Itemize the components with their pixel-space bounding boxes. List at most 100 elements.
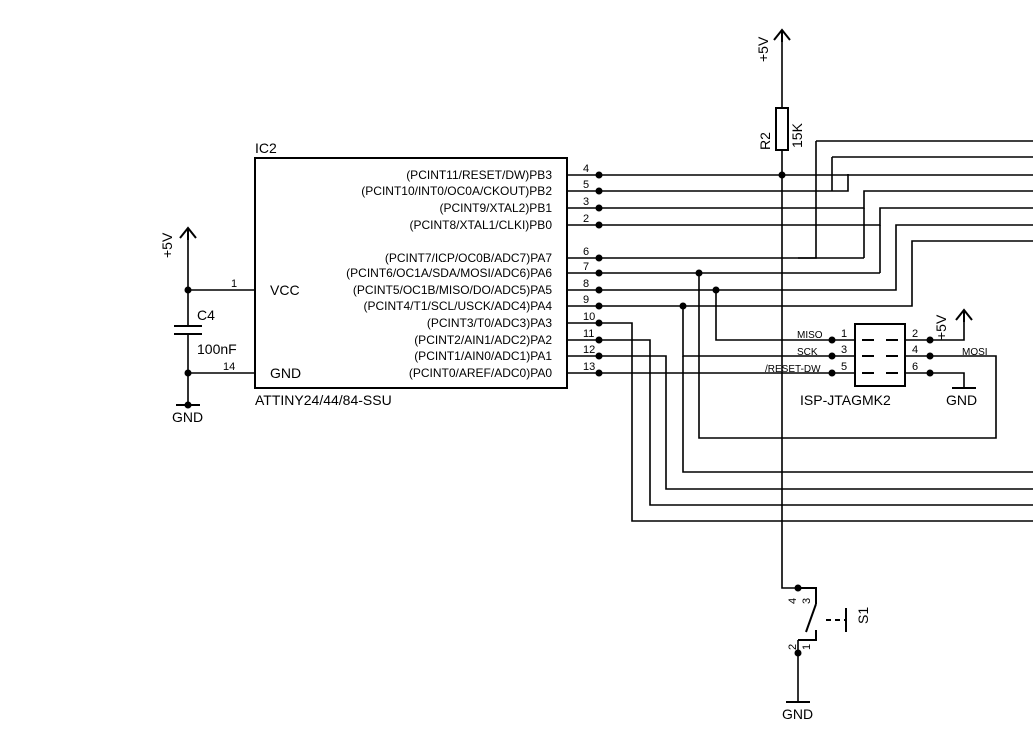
c4-ref: C4: [197, 307, 215, 323]
junction-dot: [184, 286, 192, 294]
junction-dot: [595, 369, 603, 377]
junction-dot: [595, 336, 603, 344]
wires: [187, 40, 1033, 702]
ic2-pin-name-pa0: (PCINT0/AREF/ADC0)PA0: [409, 366, 552, 380]
junction-dot: [184, 369, 192, 377]
junction-dot: [794, 649, 802, 657]
vcc-label: +5V: [755, 36, 771, 62]
r2-ref: R2: [757, 132, 773, 150]
ic2-pin-name-pa1: (PCINT1/AIN0/ADC1)PA1: [414, 349, 552, 363]
isp-pin-num: 3: [841, 344, 847, 356]
gnd-label: GND: [782, 706, 813, 722]
vcc-label: +5V: [159, 232, 175, 258]
ic2-pin-name-vcc: VCC: [270, 282, 300, 298]
junction-dot: [595, 254, 603, 262]
ic2-pin-name-pb3: (PCINT11/RESET/DW)PB3: [406, 168, 552, 182]
s1-pin-num: 2: [787, 644, 799, 650]
junction-dot: [595, 302, 603, 310]
ic2-pin-name-pa2: (PCINT2/AIN1/ADC2)PA2: [414, 333, 552, 347]
wire-bus-3: [798, 141, 817, 259]
wire-sck-down: [682, 356, 1033, 473]
ic2-pin-num: 9: [583, 294, 589, 306]
vcc-symbol-left: +5V: [159, 226, 197, 258]
wire-pb0: [567, 207, 1033, 226]
ic2-pin-name-pa7: (PCINT7/ICP/OC0B/ADC7)PA7: [385, 251, 552, 265]
ic2-pin-name-pb0: (PCINT8/XTAL1/CLKI)PB0: [410, 218, 553, 232]
isp-pin-num: 4: [912, 344, 918, 356]
junction-dot: [595, 187, 603, 195]
wire-pa4: [567, 240, 1033, 307]
s1-pin-num: 1: [801, 644, 813, 650]
gnd-symbol-isp: GND: [946, 387, 977, 408]
ic2-pin-name-pa3: (PCINT3/T0/ADC3)PA3: [427, 316, 552, 330]
wire-mosi-loop: [698, 273, 997, 439]
gnd-symbol-left: GND: [172, 404, 203, 425]
vcc-symbol-isp: +5V: [933, 308, 973, 340]
s1-pin-num: 3: [801, 598, 813, 604]
s1-ref: S1: [855, 607, 871, 624]
ic2-ref: IC2: [255, 140, 277, 156]
wire-miso: [715, 290, 832, 341]
wire-pb2: [567, 174, 849, 192]
ic2-pin-num: 2: [583, 213, 589, 225]
ic2-part: ATTINY24/44/84-SSU: [255, 392, 392, 408]
r2-body: [775, 107, 789, 151]
wire-pa5: [567, 224, 1033, 291]
ic2-pin-name-gnd: GND: [270, 365, 301, 381]
wire-pb1: [567, 190, 1033, 209]
ic2-pin-num: 7: [583, 261, 589, 273]
isp-ref: ISP-JTAGMK2: [800, 392, 891, 408]
c4-symbol: C4 100nF: [174, 307, 237, 357]
isp-pin-num: 5: [841, 361, 847, 373]
wire-isp-vcc: [930, 320, 965, 341]
junction-dot: [595, 286, 603, 294]
ic2-pin-num: 3: [583, 196, 589, 208]
ic2-symbol: IC2 ATTINY24/44/84-SSU VCC GND 1 14 (PCI…: [223, 140, 595, 408]
gnd-label: GND: [172, 409, 203, 425]
isp-pin-name-mosi: MOSI: [962, 347, 988, 358]
gnd-label: GND: [946, 392, 977, 408]
junction-dot: [679, 302, 687, 310]
isp-connector: MISO SCK /RESET-DW MOSI 1 3 5 2 4 6 ISP-…: [765, 323, 988, 408]
ic2-pin-num: 8: [583, 278, 589, 290]
ic2-pin-name-pa5: (PCINT5/OC1B/MISO/DO/ADC5)PA5: [353, 283, 552, 297]
wire-r2-bottom: [781, 150, 798, 589]
wire-pa1: [567, 355, 1033, 490]
junction-dot: [595, 319, 603, 327]
junction-dot: [695, 269, 703, 277]
ic2-pin-name-pa6: (PCINT6/OC1A/SDA/MOSI/ADC6)PA6: [346, 266, 552, 280]
ic2-pin-num: 5: [583, 179, 589, 191]
isp-body: [854, 323, 906, 387]
isp-pin-name-reset: /RESET-DW: [765, 364, 821, 375]
junction-dot: [778, 171, 786, 179]
junction-dot: [595, 269, 603, 277]
ic2-pin-name-pa4: (PCINT4/T1/SCL/USCK/ADC4)PA4: [364, 299, 553, 313]
ic2-pin-name-pb1: (PCINT9/XTAL2)PB1: [440, 201, 553, 215]
ic2-pin-num: 6: [583, 246, 589, 258]
isp-pin-name-miso: MISO: [797, 330, 823, 341]
c4-value: 100nF: [197, 341, 237, 357]
ic2-pin-num: 12: [583, 344, 595, 356]
wire-vcc-cap: [187, 238, 255, 291]
isp-pin-num: 1: [841, 328, 847, 340]
s1-switch: 4 3 2 1 S1: [787, 587, 871, 650]
ic2-pin-num: 13: [583, 361, 595, 373]
r2-value: 15K: [789, 122, 805, 148]
isp-pin-num: 2: [912, 328, 918, 340]
isp-pin-num: 6: [912, 361, 918, 373]
wire-pa2: [567, 339, 1033, 506]
vcc-symbol-top: +5V: [755, 28, 791, 62]
ic2-pin-num: 10: [583, 311, 595, 323]
gnd-symbol-s1: GND: [782, 701, 813, 722]
s1-pin-num: 4: [787, 598, 799, 604]
vcc-label: +5V: [933, 314, 949, 340]
junctions: [184, 171, 934, 657]
ic2-pin-num: 14: [223, 361, 235, 373]
ic2-pin-name-pb2: (PCINT10/INT0/OC0A/CKOUT)PB2: [361, 184, 552, 198]
r2-symbol: R2 15K: [757, 107, 805, 151]
junction-dot: [595, 221, 603, 229]
junction-dot: [595, 352, 603, 360]
ic2-body: [254, 157, 568, 389]
ic2-pin-num: 11: [583, 328, 594, 340]
